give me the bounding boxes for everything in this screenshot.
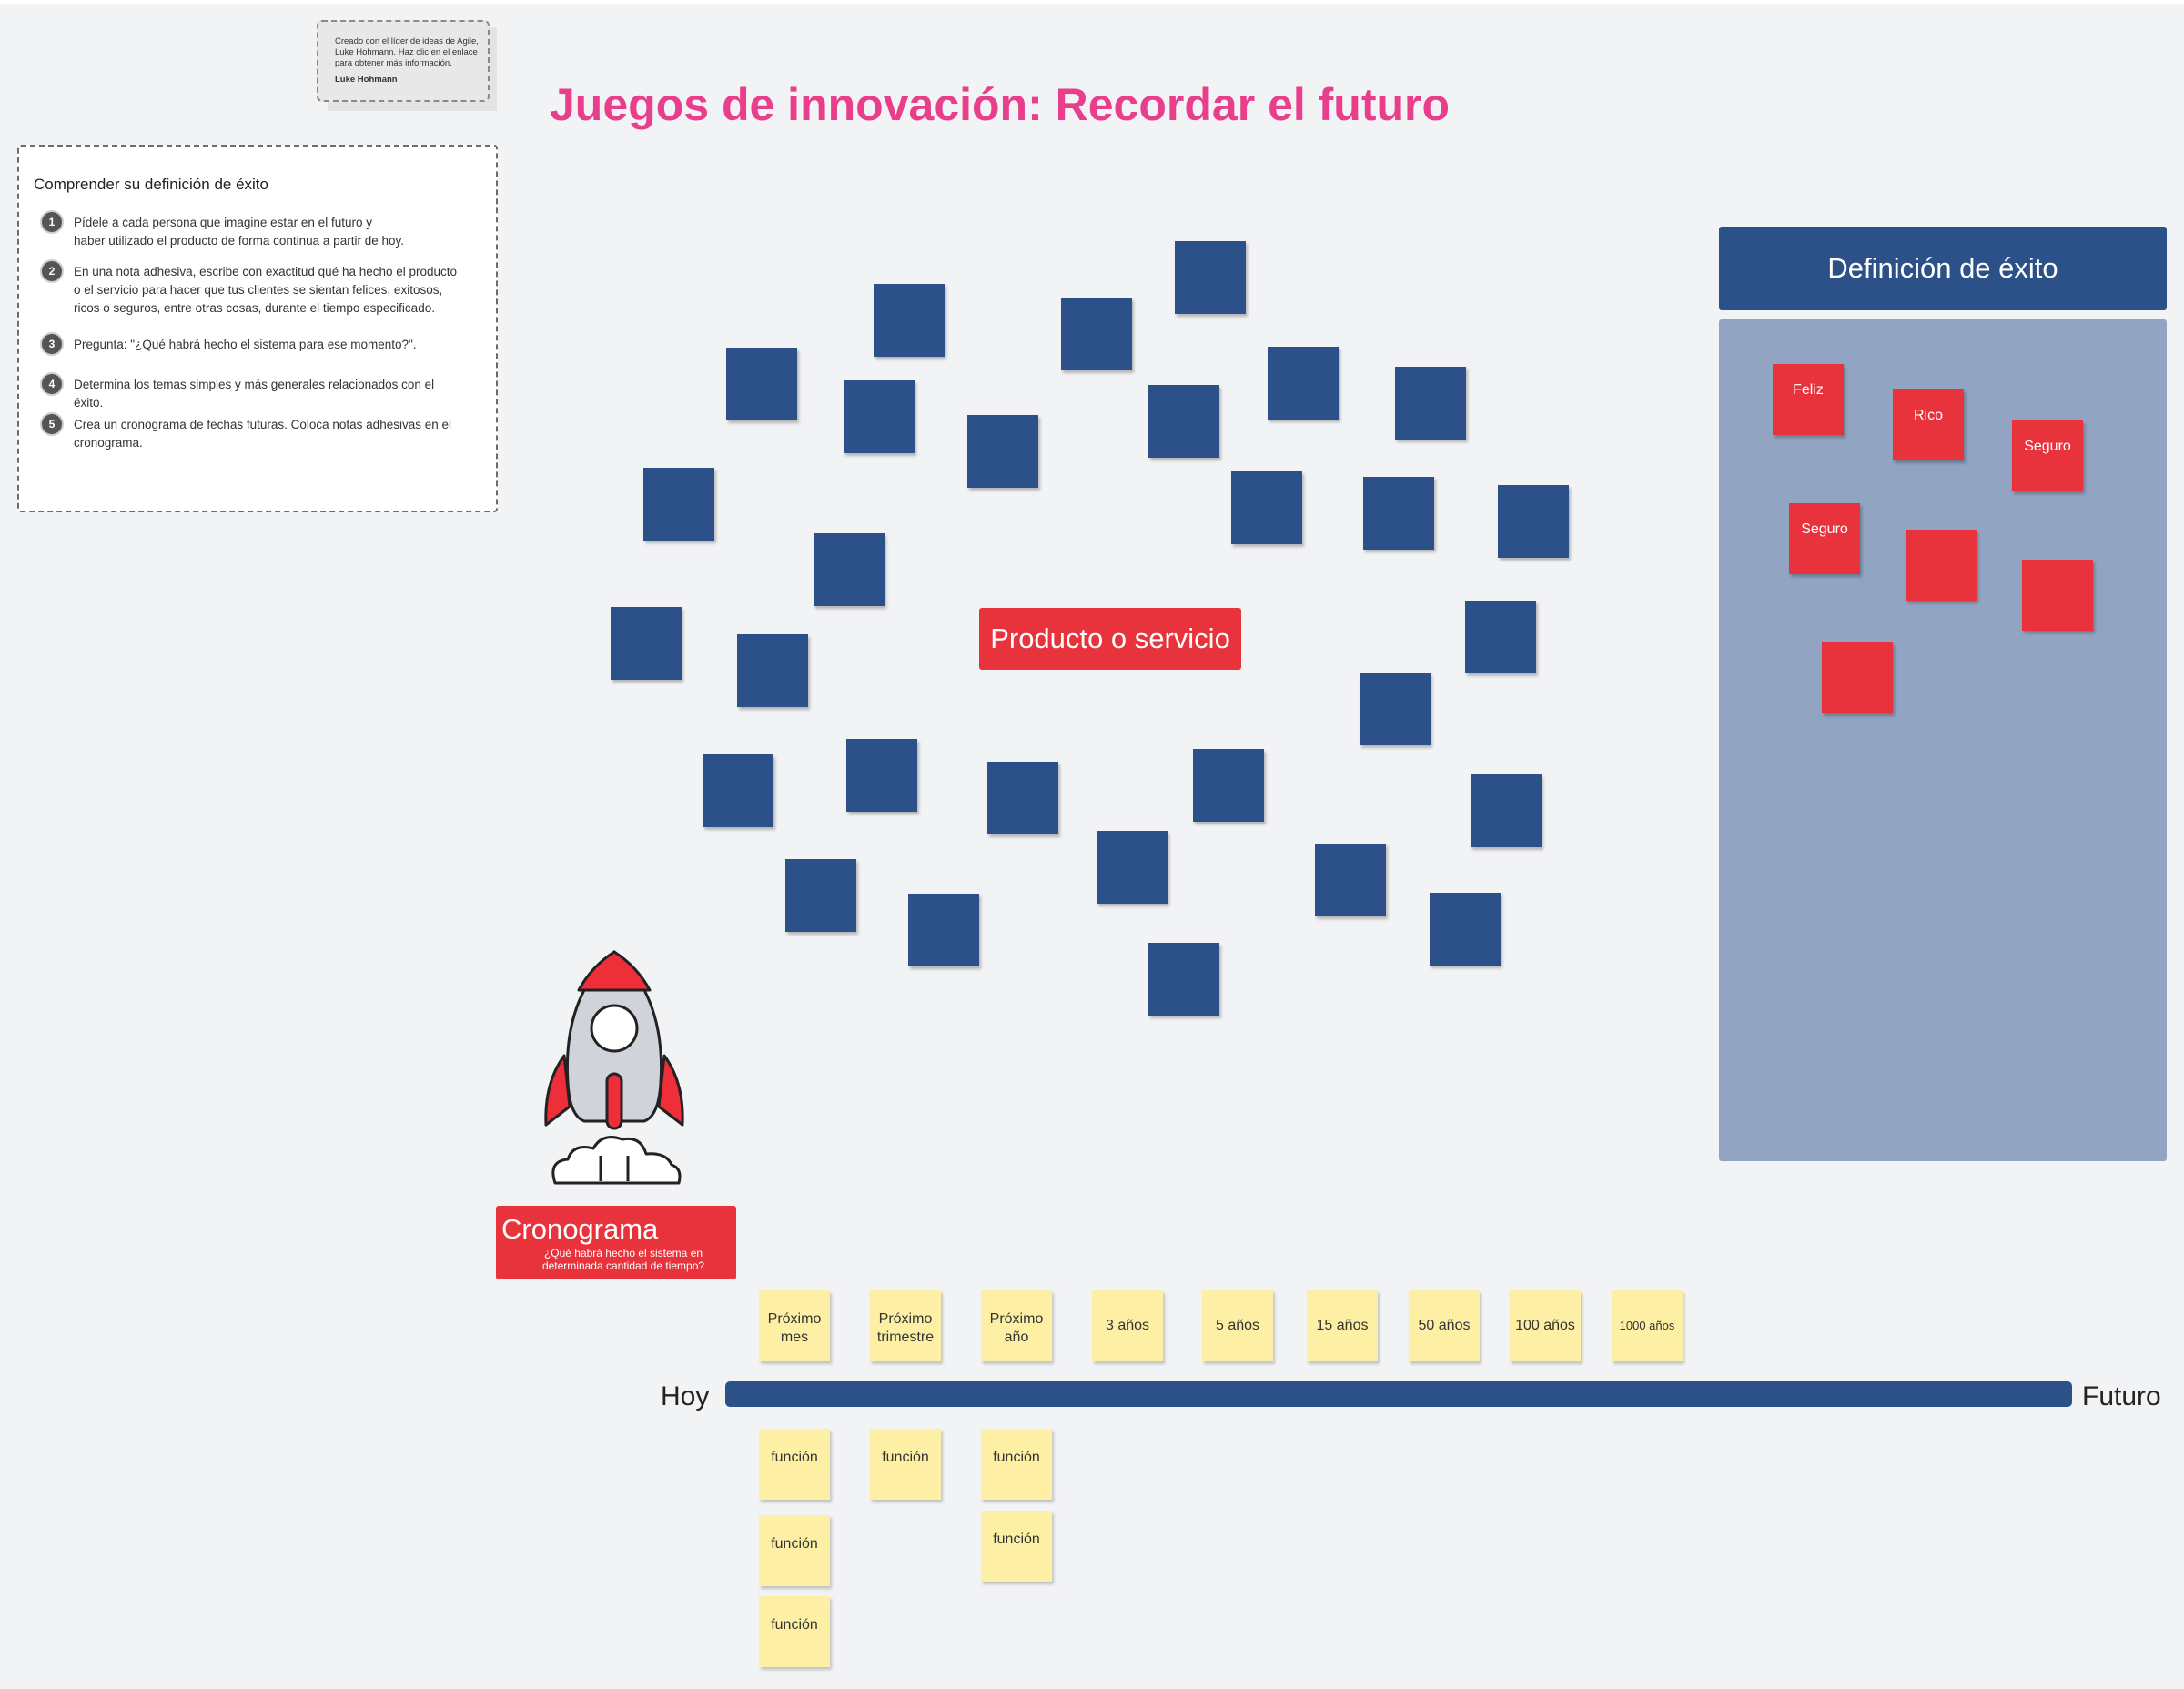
step-number-badge: 2	[42, 261, 62, 281]
instruction-step-1: 1 Pídele a cada persona que imagine esta…	[34, 212, 407, 250]
blank-sticky-note[interactable]	[844, 380, 915, 453]
page-title: Juegos de innovación: Recordar el futuro	[550, 79, 1451, 130]
blank-sticky-note[interactable]	[846, 739, 917, 812]
step-text: Pídele a cada persona que imagine estar …	[74, 216, 404, 248]
instruction-step-5: 5 Crea un cronograma de fechas futuras. …	[34, 414, 465, 452]
blank-sticky-note[interactable]	[1148, 385, 1219, 458]
period-note[interactable]: Próximo año	[981, 1290, 1052, 1361]
blank-sticky-note[interactable]	[1193, 749, 1264, 822]
success-note-seguro[interactable]: Seguro	[2012, 420, 2083, 491]
instructions-heading: Comprender su definición de éxito	[34, 176, 268, 193]
blank-sticky-note[interactable]	[908, 894, 979, 966]
blank-sticky-note[interactable]	[1148, 943, 1219, 1016]
step-text: En una nota adhesiva, escribe con exacti…	[74, 265, 458, 315]
rocket-icon	[544, 950, 684, 1185]
period-note[interactable]: 100 años	[1510, 1290, 1581, 1361]
step-text: Pregunta: "¿Qué habrá hecho el sistema p…	[74, 338, 417, 351]
blank-sticky-note[interactable]	[726, 348, 797, 420]
timeline-bar[interactable]	[725, 1381, 2072, 1407]
feature-note[interactable]: función	[981, 1429, 1052, 1500]
blank-sticky-note[interactable]	[814, 533, 885, 606]
period-note[interactable]: Próximo trimestre	[870, 1290, 941, 1361]
success-note-seguro[interactable]: Seguro	[1789, 503, 1860, 574]
blank-sticky-note[interactable]	[785, 859, 856, 932]
step-number-badge: 5	[42, 414, 62, 434]
feature-note[interactable]: función	[759, 1596, 830, 1667]
feature-note[interactable]: función	[759, 1429, 830, 1500]
product-or-service-label[interactable]: Producto o servicio	[979, 608, 1241, 670]
blank-sticky-note[interactable]	[1315, 844, 1386, 916]
blank-sticky-note[interactable]	[1465, 601, 1536, 673]
instructions-panel[interactable]: Comprender su definición de éxito 1 Píde…	[17, 145, 498, 512]
instruction-step-3: 3 Pregunta: "¿Qué habrá hecho el sistema…	[34, 334, 465, 354]
blank-sticky-note[interactable]	[1268, 347, 1339, 420]
cronograma-subtitle: ¿Qué habrá hecho el sistema en determina…	[541, 1247, 705, 1272]
success-note-blank[interactable]	[1822, 642, 1893, 713]
blank-sticky-note[interactable]	[874, 284, 945, 357]
blank-sticky-note[interactable]	[987, 762, 1058, 834]
timeline-start-label: Hoy	[661, 1381, 710, 1411]
period-note[interactable]: 50 años	[1409, 1290, 1480, 1361]
period-note[interactable]: 15 años	[1307, 1290, 1378, 1361]
cronograma-title: Cronograma	[501, 1213, 659, 1245]
step-text: Determina los temas simples y más genera…	[74, 378, 435, 410]
timeline-end-label: Futuro	[2082, 1381, 2161, 1411]
blank-sticky-note[interactable]	[1363, 477, 1434, 550]
period-note[interactable]: 3 años	[1092, 1290, 1163, 1361]
instruction-step-2: 2 En una nota adhesiva, escribe con exac…	[34, 261, 465, 318]
blank-sticky-note[interactable]	[1061, 298, 1132, 370]
blank-sticky-note[interactable]	[1097, 831, 1168, 904]
period-note[interactable]: 1000 años	[1612, 1290, 1683, 1361]
credit-note[interactable]: Creado con el líder de ideas de Agile, L…	[317, 20, 490, 102]
instruction-step-4: 4 Determina los temas simples y más gene…	[34, 374, 465, 412]
success-definition-header[interactable]: Definición de éxito	[1719, 227, 2167, 310]
credit-author: Luke Hohmann	[335, 74, 398, 85]
step-number-badge: 1	[42, 212, 62, 232]
blank-sticky-note[interactable]	[1395, 367, 1466, 440]
blank-sticky-note[interactable]	[611, 607, 682, 680]
period-note[interactable]: 5 años	[1202, 1290, 1273, 1361]
blank-sticky-note[interactable]	[703, 754, 774, 827]
feature-note[interactable]: función	[759, 1515, 830, 1586]
blank-sticky-note[interactable]	[1430, 893, 1501, 966]
blank-sticky-note[interactable]	[967, 415, 1038, 488]
blank-sticky-note[interactable]	[1231, 471, 1302, 544]
feature-note[interactable]: función	[981, 1511, 1052, 1582]
credit-text: Creado con el líder de ideas de Agile, L…	[335, 36, 479, 68]
blank-sticky-note[interactable]	[1471, 774, 1542, 847]
success-note-feliz[interactable]: Feliz	[1773, 364, 1844, 435]
step-text: Crea un cronograma de fechas futuras. Co…	[74, 418, 451, 450]
blank-sticky-note[interactable]	[1175, 241, 1246, 314]
feature-note[interactable]: función	[870, 1429, 941, 1500]
success-note-blank[interactable]	[1906, 530, 1977, 601]
period-note[interactable]: Próximo mes	[759, 1290, 830, 1361]
success-note-blank[interactable]	[2022, 560, 2093, 631]
cronograma-label[interactable]: Cronograma ¿Qué habrá hecho el sistema e…	[496, 1206, 736, 1279]
blank-sticky-note[interactable]	[643, 468, 714, 541]
step-number-badge: 4	[42, 374, 62, 394]
success-note-rico[interactable]: Rico	[1893, 389, 1964, 460]
step-number-badge: 3	[42, 334, 62, 354]
blank-sticky-note[interactable]	[1498, 485, 1569, 558]
blank-sticky-note[interactable]	[737, 634, 808, 707]
blank-sticky-note[interactable]	[1360, 673, 1431, 745]
